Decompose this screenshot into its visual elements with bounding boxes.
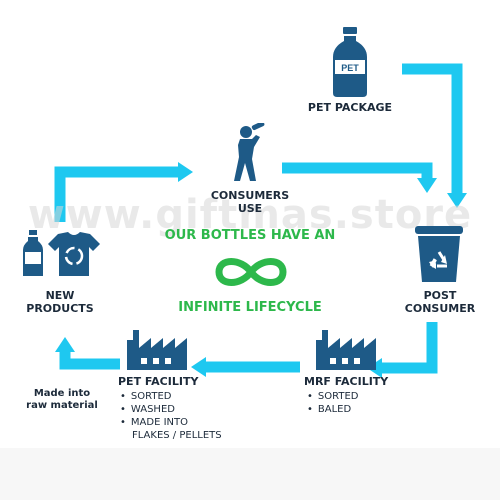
pet-facility-item: WASHED: [120, 403, 222, 416]
pet-facility-item: MADE INTO: [120, 416, 222, 429]
pet-facility-factory-icon: [127, 330, 187, 370]
consumers-label-line2: USE: [237, 201, 263, 215]
raw-material-line2: raw material: [26, 399, 98, 411]
pet-facility-item: SORTED: [120, 390, 222, 403]
person-drinking-icon: [234, 123, 265, 181]
raw-material-line1: Made into: [33, 388, 91, 399]
bottle-pet-text: PET: [341, 63, 359, 73]
infinity-icon: [215, 258, 287, 286]
arrow-consumers-to-bin: [282, 162, 433, 180]
arrowhead-down-right: [447, 193, 467, 208]
mrf-facility-item: BALED: [307, 403, 358, 416]
consumers-use-label: CONSUMERS USE: [190, 189, 310, 215]
headline: OUR BOTTLES HAVE AN: [164, 228, 336, 243]
bottle-icon: PET: [333, 27, 367, 97]
new-products-line1: NEW: [45, 289, 75, 302]
bottle-and-tshirt-icon: [23, 230, 100, 276]
watermark-text: www.giftmas.store: [27, 192, 473, 238]
consumers-label-line1: CONSUMERS: [210, 189, 290, 202]
new-products-line2: PRODUCTS: [26, 301, 94, 315]
arrowhead-left-pet: [191, 357, 206, 377]
raw-material-note: Made into raw material: [12, 388, 112, 411]
mrf-facility-factory-icon: [316, 330, 376, 370]
mrf-facility-list: SORTED BALED: [307, 390, 359, 416]
bottom-strip: [0, 448, 500, 500]
arrowhead-down-inner: [417, 178, 437, 193]
subheadline: INFINITE LIFECYCLE: [178, 300, 322, 315]
pet-package-label: PET PACKAGE: [307, 101, 393, 114]
arrowhead-up-new: [55, 337, 75, 352]
post-consumer-line2: CONSUMER: [404, 301, 476, 315]
arrow-bin-to-mrf: [380, 322, 438, 374]
recycle-bin-icon: [415, 226, 463, 282]
new-products-label: NEW PRODUCTS: [10, 289, 110, 315]
pet-facility-label: PET FACILITY: [118, 375, 199, 388]
mrf-facility-label: MRF FACILITY: [304, 375, 389, 388]
arrowhead-right-consumers: [178, 162, 193, 182]
mrf-facility-item: SORTED: [307, 390, 359, 403]
post-consumer-label: POST CONSUMER: [390, 289, 490, 315]
post-consumer-line1: POST: [423, 289, 457, 302]
arrow-new-to-consumers: [54, 166, 180, 222]
arrow-pet-to-new: [59, 350, 120, 370]
arrow-package-to-bin: [402, 63, 463, 195]
pet-facility-list: SORTED WASHED MADE INTO FLAKES / PELLETS: [120, 390, 222, 442]
pet-facility-item-continuation: FLAKES / PELLETS: [132, 430, 222, 441]
